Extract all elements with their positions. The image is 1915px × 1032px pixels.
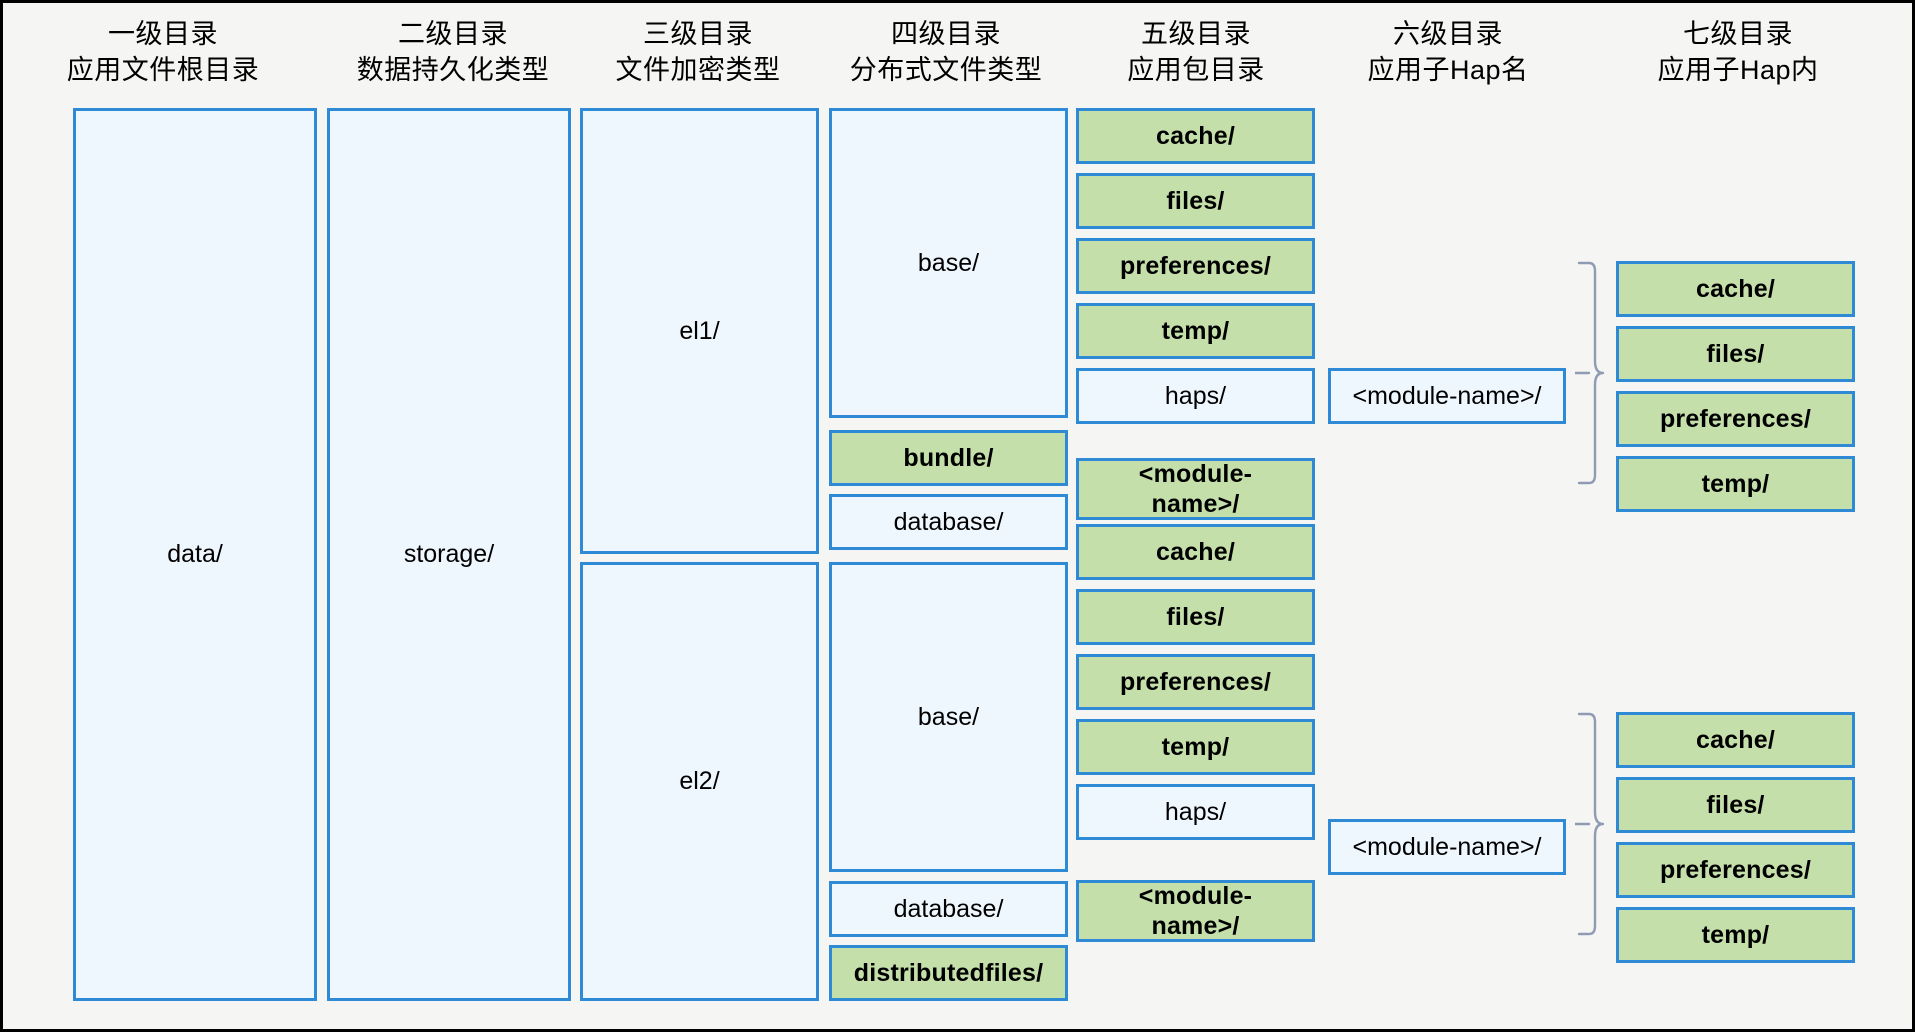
node-el1-database-module[interactable]: <module-name>/ [1076, 458, 1315, 520]
node-el2-haps-module-label: <module-name>/ [1352, 832, 1542, 861]
node-el2-database-module-label: <module-name>/ [1138, 881, 1253, 941]
column-header-2: 二级目录 数据持久化类型 [323, 17, 583, 88]
node-el1-bundle[interactable]: bundle/ [829, 430, 1068, 486]
node-el2-hap-temp[interactable]: temp/ [1616, 907, 1855, 963]
node-el2-base-preferences-label: preferences/ [1119, 667, 1272, 696]
column-header-4-desc: 分布式文件类型 [849, 54, 1043, 85]
node-el1-hap-temp[interactable]: temp/ [1616, 456, 1855, 512]
node-el1-haps-module[interactable]: <module-name>/ [1328, 368, 1566, 424]
node-el1-base-cache-label: cache/ [1155, 121, 1236, 150]
column-header-2-desc: 数据持久化类型 [356, 54, 550, 85]
node-el1-base-haps-label: haps/ [1164, 381, 1227, 410]
node-el2-hap-cache-label: cache/ [1695, 725, 1776, 754]
node-storage-label: storage/ [403, 540, 495, 569]
column-header-6-desc: 应用子Hap名 [1367, 54, 1529, 85]
node-el2-base[interactable]: base/ [829, 562, 1068, 872]
column-header-1-level: 一级目录 [108, 19, 218, 49]
node-el1-hap-preferences[interactable]: preferences/ [1616, 391, 1855, 447]
node-el2-base-temp-label: temp/ [1161, 732, 1230, 761]
node-el2-label: el2/ [679, 767, 720, 796]
column-header-2-level: 二级目录 [398, 19, 508, 49]
column-header-7: 七级目录 应用子Hap内 [1608, 17, 1868, 88]
column-header-5: 五级目录 应用包目录 [1066, 17, 1326, 88]
node-el2-base-temp[interactable]: temp/ [1076, 719, 1315, 775]
node-el2-base-files-label: files/ [1166, 602, 1225, 631]
node-el1-label: el1/ [679, 316, 720, 345]
node-el1-base-preferences[interactable]: preferences/ [1076, 238, 1315, 294]
node-el2-base-cache[interactable]: cache/ [1076, 524, 1315, 580]
node-el1[interactable]: el1/ [580, 108, 819, 554]
node-el1-base-temp[interactable]: temp/ [1076, 303, 1315, 359]
node-el2-base-haps-label: haps/ [1164, 797, 1227, 826]
node-el1-base-label: base/ [917, 248, 980, 277]
node-el1-base-files[interactable]: files/ [1076, 173, 1315, 229]
node-el1-haps-module-label: <module-name>/ [1352, 381, 1542, 410]
node-el1-hap-cache-label: cache/ [1695, 274, 1776, 303]
node-el2-database-label: database/ [893, 894, 1004, 923]
node-el1-bundle-label: bundle/ [903, 443, 994, 472]
node-el2-distributedfiles-label: distributedfiles/ [853, 958, 1044, 987]
node-el2-distributedfiles[interactable]: distributedfiles/ [829, 945, 1068, 1001]
node-el1-database-module-label: <module-name>/ [1138, 459, 1253, 519]
node-storage[interactable]: storage/ [327, 108, 571, 1001]
column-header-6-level: 六级目录 [1393, 19, 1503, 49]
column-header-4: 四级目录 分布式文件类型 [816, 17, 1076, 88]
column-header-1-desc: 应用文件根目录 [66, 54, 260, 85]
column-header-5-desc: 应用包目录 [1127, 54, 1265, 85]
node-el2-haps-module[interactable]: <module-name>/ [1328, 819, 1566, 875]
node-el2-hap-preferences-label: preferences/ [1659, 855, 1812, 884]
node-el1-base-haps[interactable]: haps/ [1076, 368, 1315, 424]
node-el2-base-files[interactable]: files/ [1076, 589, 1315, 645]
node-el1-base-preferences-label: preferences/ [1119, 251, 1272, 280]
node-el2-hap-files-label: files/ [1706, 790, 1765, 819]
node-el1-hap-files[interactable]: files/ [1616, 326, 1855, 382]
node-el1-hap-preferences-label: preferences/ [1659, 404, 1812, 433]
node-el2-database[interactable]: database/ [829, 881, 1068, 937]
column-header-3-desc: 文件加密类型 [615, 54, 781, 85]
bracket-connector-el2 [1575, 712, 1615, 936]
node-el2-hap-cache[interactable]: cache/ [1616, 712, 1855, 768]
column-header-3: 三级目录 文件加密类型 [568, 17, 828, 88]
column-header-4-level: 四级目录 [891, 19, 1001, 49]
bracket-connector-el1 [1575, 261, 1615, 485]
node-data[interactable]: data/ [73, 108, 317, 1001]
node-el2-hap-files[interactable]: files/ [1616, 777, 1855, 833]
column-header-7-desc: 应用子Hap内 [1657, 54, 1819, 85]
node-el1-base-files-label: files/ [1166, 186, 1225, 215]
node-data-label: data/ [167, 540, 223, 569]
node-el1-base-temp-label: temp/ [1161, 316, 1230, 345]
node-el2-hap-preferences[interactable]: preferences/ [1616, 842, 1855, 898]
column-header-7-level: 七级目录 [1683, 19, 1793, 49]
column-header-5-level: 五级目录 [1141, 19, 1251, 49]
node-el2-base-cache-label: cache/ [1155, 537, 1236, 566]
node-el2[interactable]: el2/ [580, 562, 819, 1001]
node-el2-base-label: base/ [917, 702, 980, 731]
node-el1-hap-temp-label: temp/ [1701, 469, 1770, 498]
node-el1-hap-files-label: files/ [1706, 339, 1765, 368]
node-el1-database-label: database/ [893, 507, 1004, 536]
column-header-6: 六级目录 应用子Hap名 [1318, 17, 1578, 88]
node-el2-database-module[interactable]: <module-name>/ [1076, 880, 1315, 942]
node-el2-hap-temp-label: temp/ [1701, 920, 1770, 949]
node-el2-base-haps[interactable]: haps/ [1076, 784, 1315, 840]
node-el1-hap-cache[interactable]: cache/ [1616, 261, 1855, 317]
column-header-1: 一级目录 应用文件根目录 [33, 17, 293, 88]
node-el2-base-preferences[interactable]: preferences/ [1076, 654, 1315, 710]
node-el1-database[interactable]: database/ [829, 494, 1068, 550]
node-el1-base[interactable]: base/ [829, 108, 1068, 418]
column-header-3-level: 三级目录 [643, 19, 753, 49]
node-el1-base-cache[interactable]: cache/ [1076, 108, 1315, 164]
